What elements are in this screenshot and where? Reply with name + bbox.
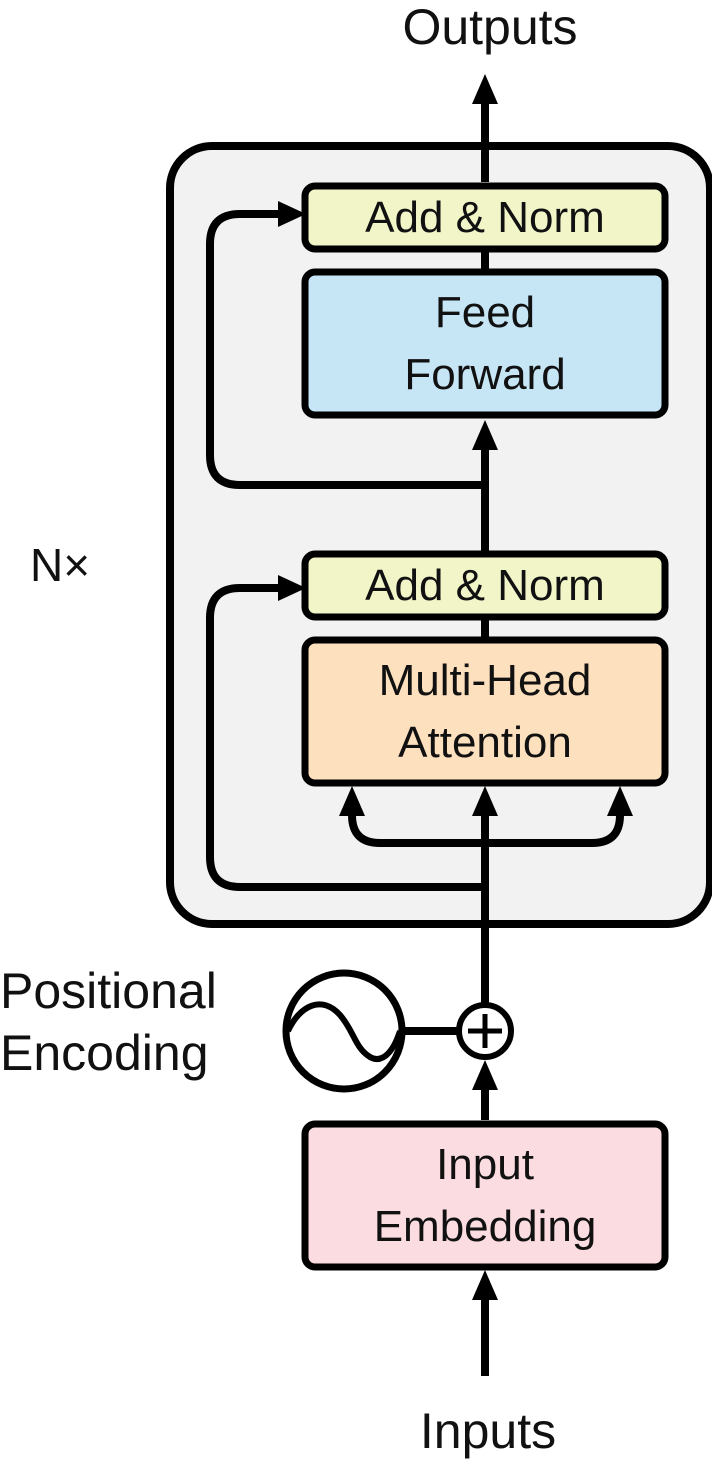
input-embedding-text-line2: Embedding — [373, 1201, 597, 1251]
positional-encoding-label-line2: Encoding — [0, 1025, 209, 1081]
feed-forward-label: Feed Forward — [305, 272, 665, 415]
multi-head-attention-text-line2: Attention — [398, 717, 572, 767]
inputs-label: Inputs — [419, 1403, 557, 1459]
attention-residual-arrowhead — [278, 575, 306, 601]
input-embedding-label: Input Embedding — [305, 1124, 665, 1267]
repeat-count-label: N× — [30, 539, 91, 591]
attention-key-arrowhead — [607, 786, 633, 816]
attention-residual-path — [206, 584, 485, 891]
input-embedding-text-line1: Input — [436, 1139, 534, 1189]
outputs-arrowhead — [472, 74, 498, 104]
add-norm-bottom-text: Add & Norm — [365, 560, 605, 610]
feed-forward-text-line1: Feed — [434, 287, 536, 337]
embedding-to-sum-arrowhead — [472, 1060, 498, 1090]
add-norm-bottom-block — [301, 550, 669, 621]
positional-encoding-label: Positional Encoding — [0, 960, 260, 1084]
multi-head-attention-text-line1: Multi-Head — [378, 655, 592, 705]
feed-forward-block — [301, 268, 669, 419]
multi-head-attention-block — [301, 636, 669, 787]
add-norm-top-label: Add & Norm — [305, 186, 665, 249]
feedforward-input-arrowhead — [472, 420, 498, 450]
input-embedding-block — [301, 1120, 669, 1271]
feedforward-residual-path — [206, 210, 485, 489]
feed-forward-text-line2: Forward — [404, 349, 566, 399]
positional-encoding-icon — [282, 969, 406, 1093]
add-norm-bottom-label: Add & Norm — [305, 554, 665, 617]
inputs-arrowhead — [472, 1270, 498, 1300]
add-norm-top-block — [301, 182, 669, 253]
add-norm-top-text: Add & Norm — [365, 192, 605, 242]
attention-value-arrowhead — [472, 786, 498, 816]
sine-wave-icon — [285, 1001, 403, 1062]
feedforward-residual-arrowhead — [278, 201, 306, 227]
attention-query-arrowhead — [339, 786, 365, 816]
multi-head-attention-label: Multi-Head Attention — [305, 640, 665, 783]
outputs-label: Outputs — [402, 0, 578, 55]
positional-encoding-label-line1: Positional — [0, 963, 217, 1019]
